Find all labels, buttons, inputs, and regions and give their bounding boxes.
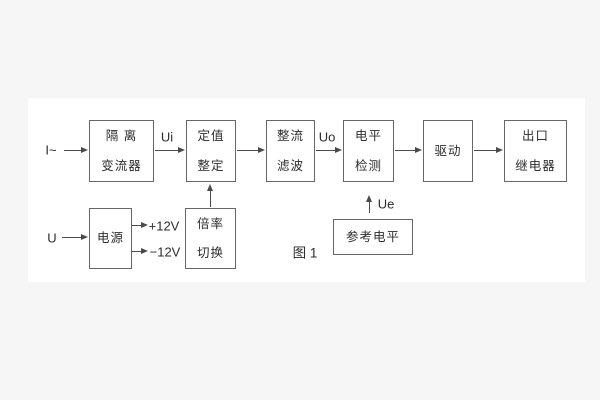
arrow-reference-ue-icon [366, 195, 372, 213]
arrow-input-current-icon [64, 147, 88, 153]
arrow-driver-to-relay-icon [474, 147, 503, 153]
block-label-line: 隔 离 [105, 129, 138, 143]
arrow-rectifier-to-level-icon [316, 147, 342, 153]
figure-caption: 图 1 [292, 245, 318, 261]
block-reference-level: 参考电平 [333, 219, 413, 255]
block-label-line: 倍率 [196, 216, 224, 231]
block-label-line: 出口 [521, 129, 549, 143]
block-label-line: 整流 [276, 129, 304, 143]
arrow-plus12v-icon [132, 222, 148, 228]
block-ratio-switching: 倍率 切换 [185, 208, 236, 269]
arrow-ratio-to-setting-icon [207, 184, 213, 207]
block-level-detection: 电平 检测 [343, 120, 394, 182]
arrow-level-to-driver-icon [395, 147, 422, 153]
arrow-minus12v-icon [132, 248, 148, 254]
label-minus12v: −12V [149, 244, 181, 260]
block-label-line: 滤波 [276, 158, 304, 173]
block-isolation-converter: 隔 离 变流器 [89, 120, 154, 182]
block-label-line: 整定 [197, 158, 225, 173]
block-label-line: 参考电平 [345, 229, 400, 244]
arrow-input-voltage-icon [62, 234, 88, 240]
label-plus12v: +12V [148, 218, 180, 234]
block-label-line: 继电器 [515, 158, 556, 173]
label-input-voltage: U [47, 230, 57, 246]
block-driver: 驱动 [423, 120, 473, 182]
label-ui: Ui [160, 129, 174, 145]
block-label-line: 驱动 [434, 143, 462, 158]
block-label-line: 变流器 [101, 158, 142, 173]
label-input-current: I~ [45, 142, 57, 158]
block-label-line: 电源 [96, 231, 124, 246]
block-rectifier-filter: 整流 滤波 [266, 120, 315, 182]
label-ue: Ue [377, 196, 395, 212]
block-label-line: 定值 [197, 129, 225, 143]
block-power-supply: 电源 [89, 208, 132, 269]
arrow-isolation-to-setting-icon [155, 147, 185, 153]
block-label-line: 切换 [196, 246, 224, 260]
block-setpoint-setting: 定值 整定 [186, 120, 236, 182]
block-label-line: 检测 [354, 158, 382, 173]
block-label-line: 电平 [354, 129, 382, 143]
label-uo: Uo [318, 129, 336, 145]
block-output-relay: 出口 继电器 [504, 120, 567, 182]
arrow-setting-to-rectifier-icon [237, 147, 265, 153]
